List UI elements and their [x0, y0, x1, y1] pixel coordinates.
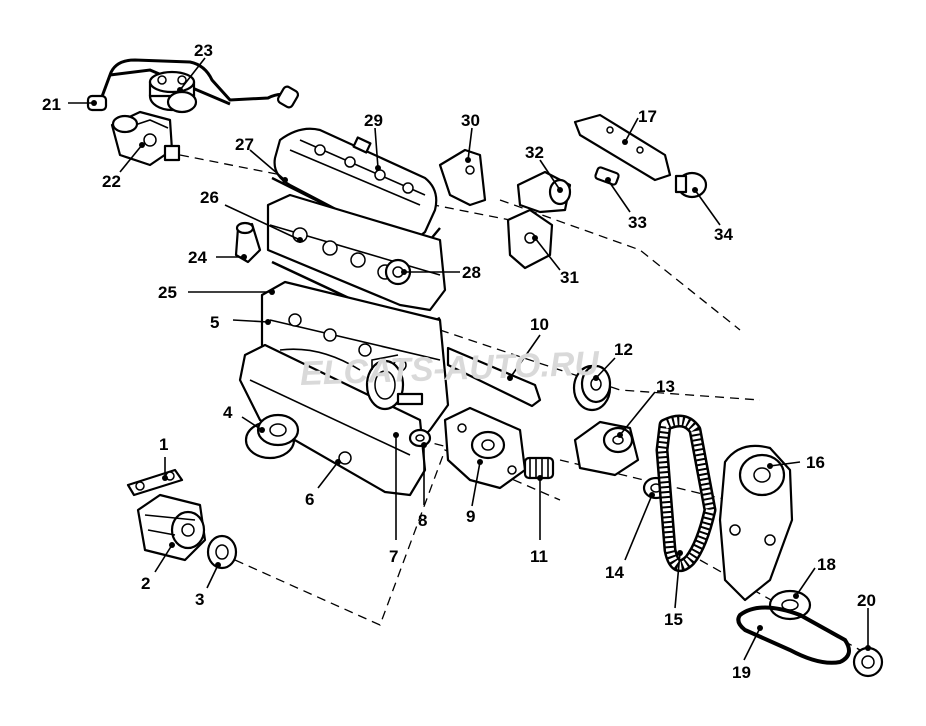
callout-labels: 1 2 3 4 5 6 7 8 9 10 11 12 13 14 15 16 1… — [42, 41, 876, 682]
oil-tube — [446, 346, 542, 408]
callout-10: 10 — [530, 315, 549, 334]
sensor — [594, 166, 620, 186]
callout-16: 16 — [806, 453, 825, 472]
callout-28: 28 — [462, 263, 481, 282]
callout-21: 21 — [42, 95, 61, 114]
accessory-pulley — [852, 646, 884, 678]
callout-31: 31 — [560, 268, 579, 287]
callout-33: 33 — [628, 213, 647, 232]
callout-22: 22 — [102, 172, 121, 191]
ignition-wire — [86, 58, 300, 112]
callout-18: 18 — [817, 555, 836, 574]
callout-26: 26 — [200, 188, 219, 207]
alternator-belt — [736, 605, 851, 665]
callout-25: 25 — [158, 283, 177, 302]
oil-pan — [238, 343, 427, 497]
crankshaft-hub — [365, 354, 424, 411]
fuel-rail — [573, 113, 672, 182]
camshaft-pulley — [572, 364, 612, 412]
callout-27: 27 — [235, 135, 254, 154]
mount-bracket-lower — [506, 208, 554, 270]
callout-6: 6 — [305, 490, 314, 509]
callout-32: 32 — [525, 143, 544, 162]
callout-24: 24 — [188, 248, 207, 267]
crank-timing-pulley — [244, 413, 300, 460]
timing-belt — [655, 414, 717, 572]
callout-8: 8 — [418, 511, 427, 530]
leader-dots — [91, 87, 871, 651]
timing-cover — [718, 444, 794, 602]
callout-12: 12 — [614, 340, 633, 359]
callout-1: 1 — [159, 435, 168, 454]
callout-2: 2 — [141, 574, 150, 593]
callout-17: 17 — [638, 107, 657, 126]
callout-34: 34 — [714, 225, 733, 244]
callout-7: 7 — [389, 547, 398, 566]
callout-15: 15 — [664, 610, 683, 629]
oil-pump — [443, 406, 527, 490]
water-outlet — [234, 221, 262, 264]
engine-mount-bracket — [438, 148, 487, 207]
alternator-bracket — [126, 468, 184, 497]
leader-lines — [68, 57, 869, 661]
callout-23: 23 — [194, 41, 213, 60]
alternator-pulley — [206, 534, 238, 570]
crank-pulley — [768, 589, 812, 621]
callout-14: 14 — [605, 563, 624, 582]
alternator — [136, 493, 207, 562]
callout-9: 9 — [466, 507, 475, 526]
distributor-cap — [148, 70, 198, 114]
idler-bushing — [523, 456, 555, 480]
callout-4: 4 — [223, 403, 233, 422]
callout-5: 5 — [210, 313, 219, 332]
callout-29: 29 — [364, 111, 383, 130]
valve-cover — [273, 127, 438, 243]
callout-19: 19 — [732, 663, 751, 682]
distributor — [110, 110, 181, 167]
callout-30: 30 — [461, 111, 480, 130]
callout-13: 13 — [656, 377, 675, 396]
callout-20: 20 — [857, 591, 876, 610]
callout-3: 3 — [195, 590, 204, 609]
thermostat-housing — [674, 171, 708, 199]
crank-seal — [408, 428, 432, 448]
cylinder-head — [266, 193, 447, 312]
callout-11: 11 — [530, 547, 548, 566]
water-pump — [573, 420, 640, 477]
